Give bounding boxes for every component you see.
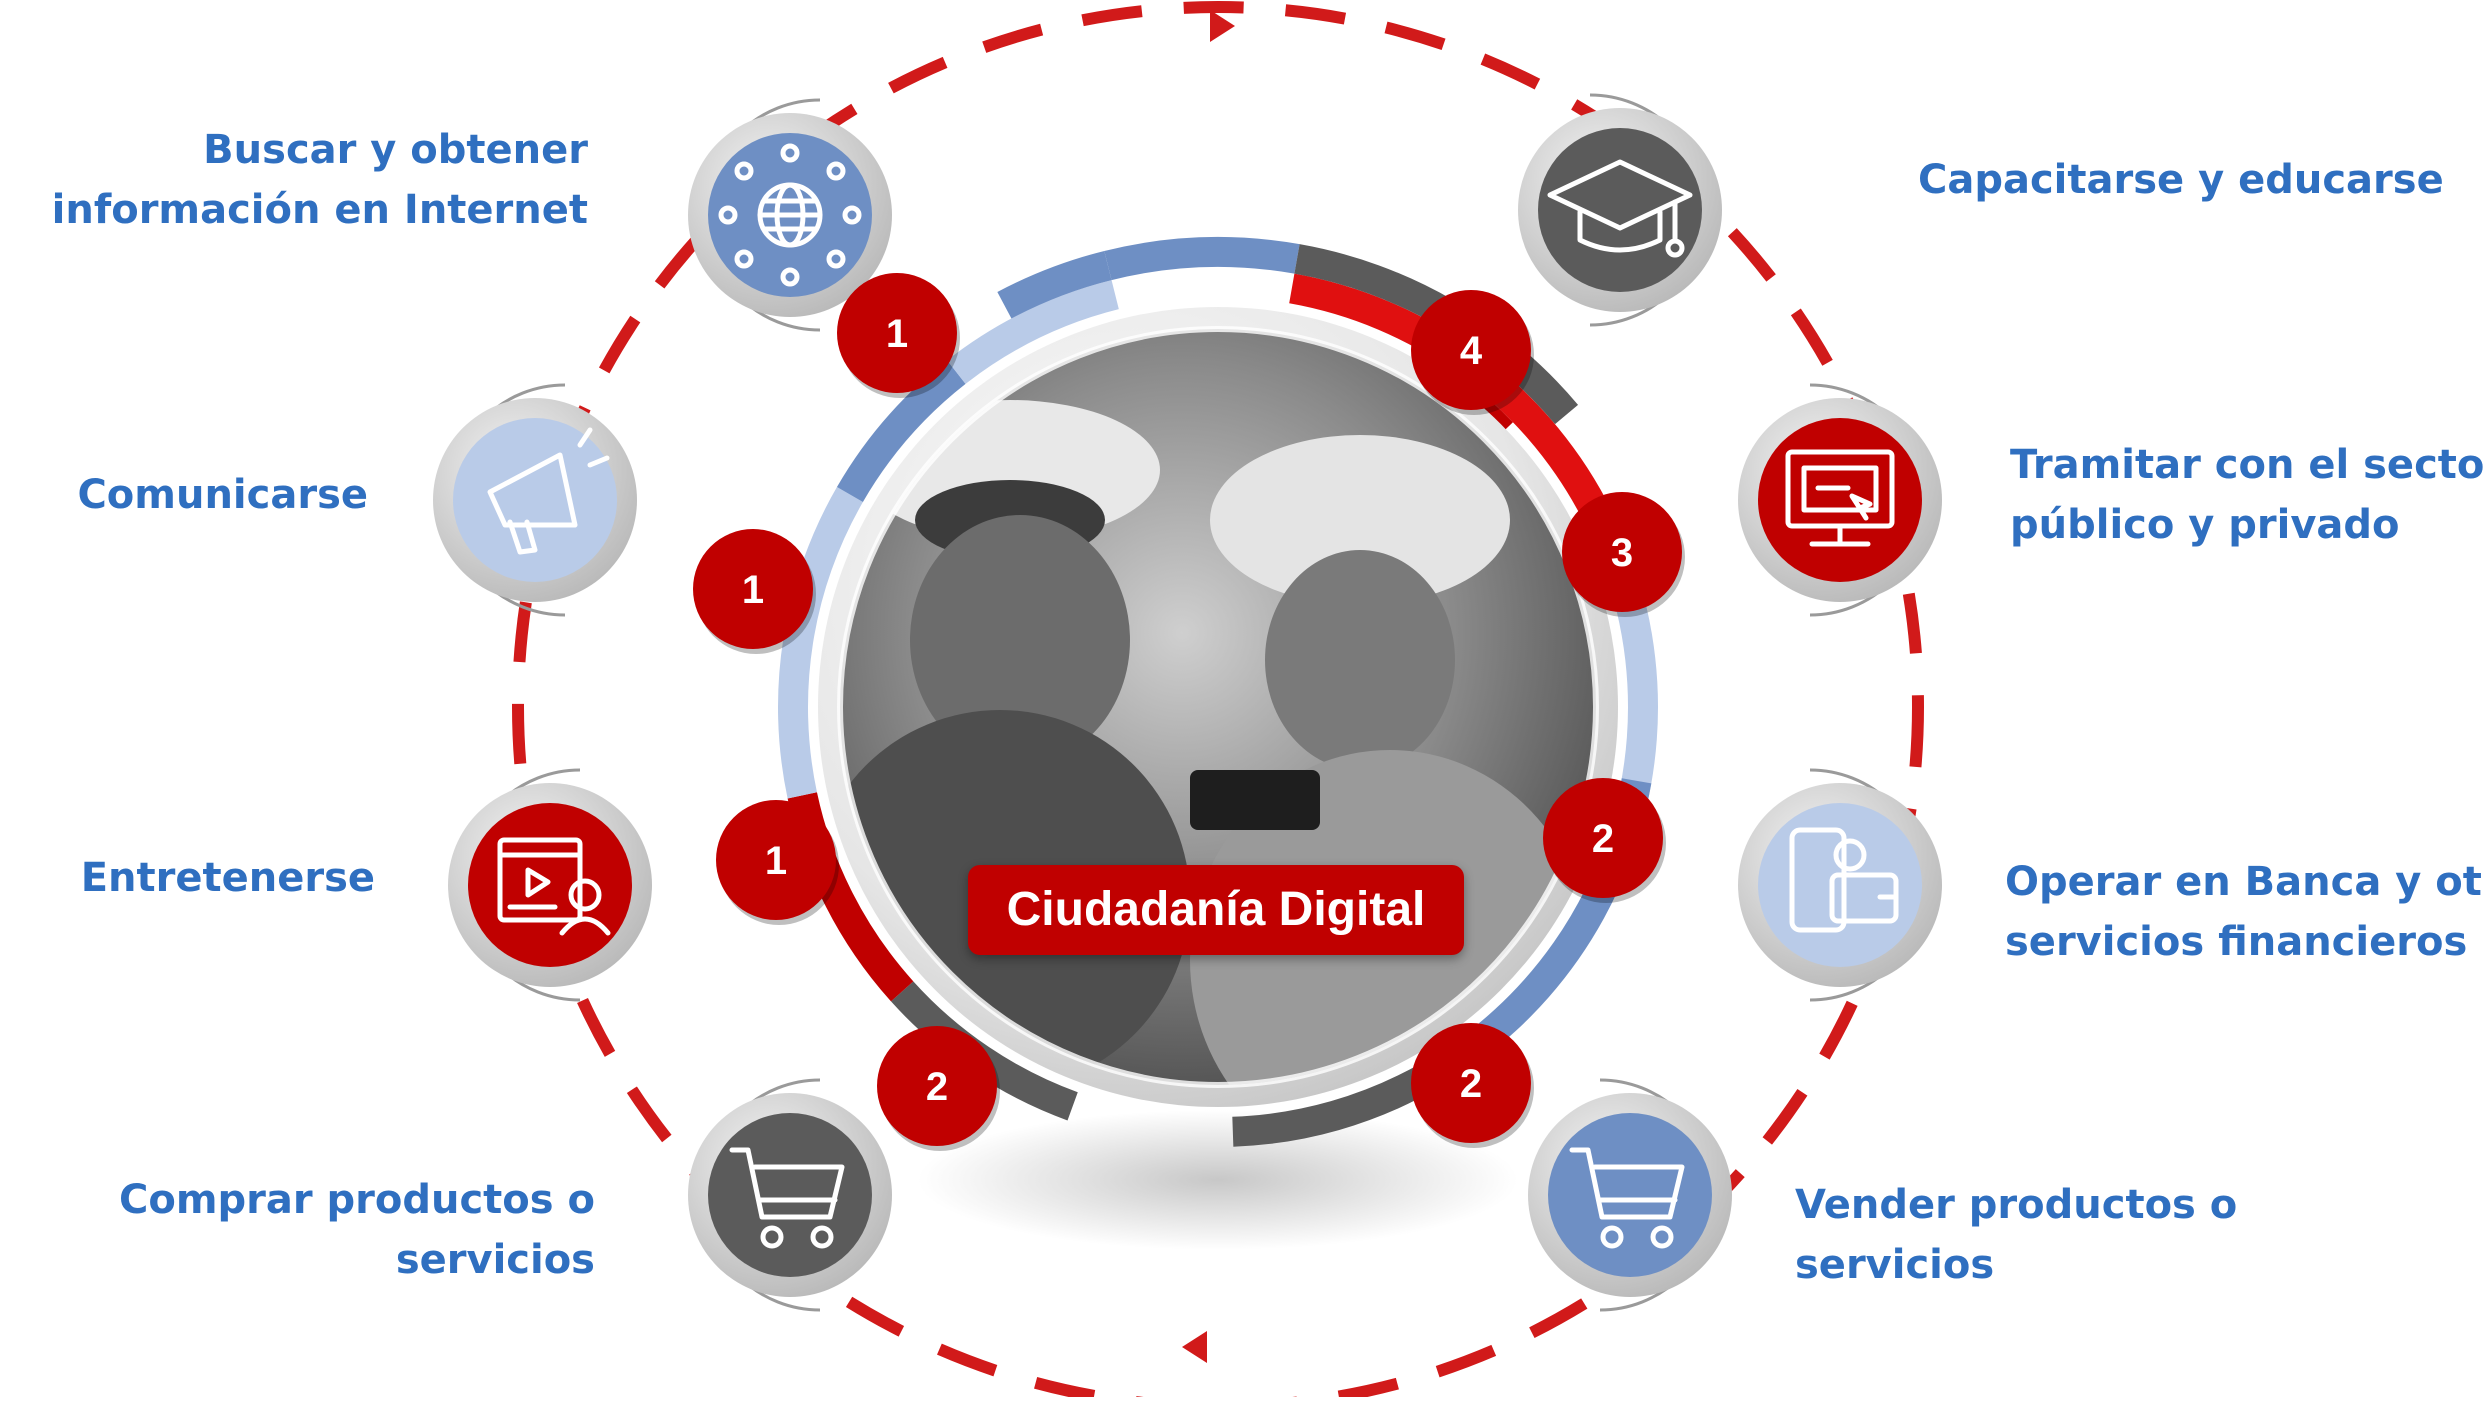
activity-node-vender: [1528, 1078, 1732, 1312]
badge-circle: [1411, 1023, 1531, 1143]
label-tramitar: Tramitar con el sector público y privado: [2010, 435, 2483, 555]
activity-node-comprar: [688, 1078, 892, 1312]
label-line: servicios financieros: [2005, 919, 2468, 965]
label-line: Vender productos o: [1795, 1182, 2238, 1228]
label-entretenerse: Entretenerse: [81, 848, 375, 908]
label-operar: Operar en Banca y otros servicios financi…: [2005, 852, 2483, 972]
label-line: Capacitarse y educarse: [1918, 157, 2444, 203]
badge-number: 2: [1460, 1062, 1482, 1106]
badge-tramitar: 3: [1562, 492, 1685, 617]
top-arrow-icon: [1210, 10, 1235, 42]
node-fill: [1548, 1113, 1712, 1277]
label-line: Operar en Banca y otros: [2005, 859, 2483, 905]
video-screen-icon: [497, 837, 611, 936]
label-comunicarse: Comunicarse: [77, 465, 368, 525]
ring-segment: [836, 360, 966, 502]
activity-node-buscar: [688, 98, 892, 332]
node-fill: [453, 418, 617, 582]
ring-segment: [1232, 1062, 1438, 1147]
label-line: público y privado: [2010, 502, 2400, 548]
badge-number: 3: [1611, 531, 1633, 575]
computer-monitor-icon: [1785, 449, 1895, 547]
label-vender: Vender productos o servicios: [1795, 1175, 2237, 1295]
label-line: Tramitar con el sector: [2010, 442, 2483, 488]
badge-circle: [693, 529, 813, 649]
label-line: Comprar productos o: [119, 1177, 595, 1223]
badge-number: 2: [926, 1065, 948, 1109]
shopping-cart-icon: [1569, 1147, 1685, 1249]
activity-node-comunicarse: [433, 383, 637, 617]
badge-buscar: 1: [837, 273, 960, 398]
node-fill: [468, 803, 632, 967]
node-fill: [1538, 128, 1702, 292]
node-fill: [708, 1113, 872, 1277]
activity-node-entretenerse: [448, 768, 652, 1002]
globe-network-icon: [718, 143, 862, 287]
label-buscar: Buscar y obtener información en Internet: [52, 120, 588, 240]
badge-circle: [1543, 778, 1663, 898]
node-fill: [1758, 418, 1922, 582]
node-fill: [1758, 803, 1922, 967]
megaphone-icon: [487, 427, 610, 555]
badge-circle: [837, 273, 957, 393]
center-title: Ciudadanía Digital: [968, 865, 1464, 955]
badge-circle: [1562, 492, 1682, 612]
ring-segment: [778, 487, 863, 799]
activity-icons: [433, 93, 1942, 1312]
center-photo: [840, 329, 1596, 1085]
label-line: servicios: [1795, 1242, 1995, 1288]
segment-ring: [778, 236, 1658, 1147]
badge-circle: [877, 1026, 997, 1146]
count-badges: 1 1 1 2 4 3 2 2: [693, 273, 1685, 1151]
graduation-cap-icon: [1547, 159, 1693, 258]
ring-segment: [1289, 273, 1607, 515]
ring-segment: [997, 250, 1112, 319]
activity-node-capacitarse: [1518, 93, 1722, 327]
badge-circle: [716, 800, 836, 920]
badge-vender: 2: [1411, 1023, 1534, 1148]
badge-number: 2: [1592, 817, 1614, 861]
activity-node-tramitar: [1738, 383, 1942, 617]
ring-segment: [1104, 236, 1300, 281]
badge-comunicarse: 1: [693, 529, 816, 654]
badge-number: 1: [765, 839, 787, 883]
badge-entretenerse: 1: [716, 800, 839, 925]
label-line: información en Internet: [51, 187, 588, 233]
label-comprar: Comprar productos o servicios: [119, 1170, 595, 1290]
badge-number: 1: [742, 568, 764, 612]
ring-segment: [947, 280, 1119, 384]
label-line: Buscar y obtener: [203, 127, 588, 173]
ring-segment: [1294, 244, 1579, 425]
shopping-cart-icon: [729, 1147, 845, 1249]
badge-number: 1: [886, 312, 908, 356]
dashed-cycle-ring: [512, 1, 1924, 1401]
bottom-arrow-icon: [1182, 1331, 1207, 1363]
label-line: Entretenerse: [80, 855, 375, 901]
center-shadow: [918, 1110, 1518, 1250]
label-capacitarse: Capacitarse y educarse: [1918, 150, 2444, 210]
activity-node-operar: [1738, 768, 1942, 1002]
label-line: servicios: [395, 1237, 595, 1283]
badge-number: 4: [1460, 329, 1483, 373]
mobile-wallet-icon: [1789, 827, 1899, 933]
label-line: Comunicarse: [77, 472, 368, 518]
badge-circle: [1411, 290, 1531, 410]
badge-comprar: 2: [877, 1026, 1000, 1151]
badge-capacitarse: 4: [1411, 290, 1534, 415]
badge-operar: 2: [1543, 778, 1666, 903]
